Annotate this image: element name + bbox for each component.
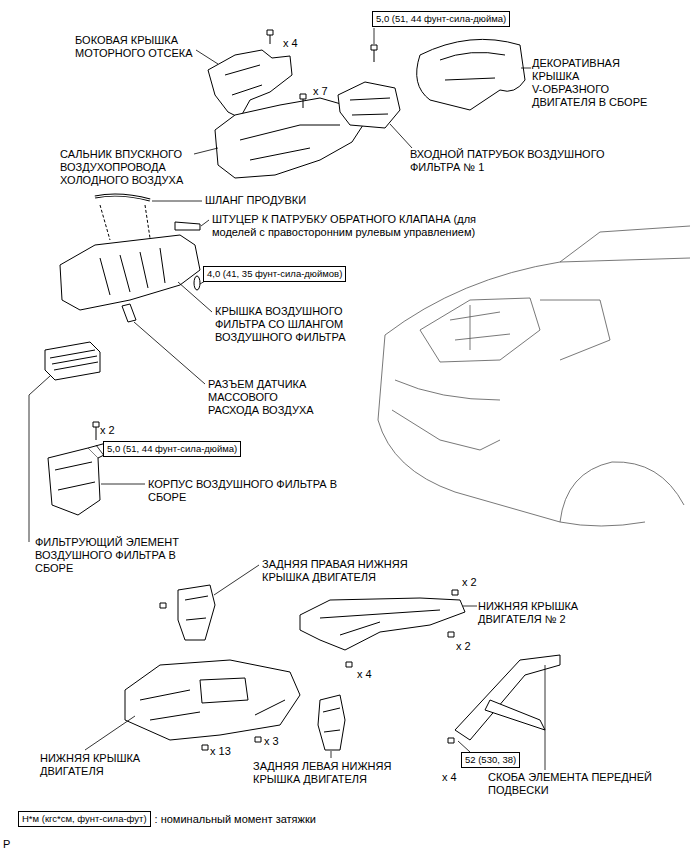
torque-spec-box: 5,0 (51, 44 фунт-сила-дюйма) [103, 441, 241, 457]
torque-value: 5,0 (51, 44 фунт-сила-дюйма) [107, 443, 237, 454]
torque-value: 5,0 (51, 44 фунт-сила-дюйма) [376, 13, 506, 24]
part-name: БОКОВАЯ КРЫШКА МОТОРНОГО ОТСЕКА [75, 34, 193, 60]
part-name: СКОБА ЭЛЕМЕНТА ПЕРЕДНЕЙ ПОДВЕСКИ [488, 771, 652, 797]
page-mark: P [3, 838, 10, 851]
torque-spec-box: 52 (530, 38) [461, 752, 520, 768]
quantity-mark: x 4 [357, 668, 372, 681]
torque-value: 4,0 (41, 35 фунт-сила-дюймов) [207, 268, 342, 279]
quantity-mark: x 4 [442, 771, 457, 784]
quantity-mark: x 2 [456, 640, 471, 653]
quantity-mark: x 4 [283, 37, 298, 50]
part-name: НИЖНЯЯ КРЫШКА ДВИГАТЕЛЯ № 2 [478, 600, 578, 626]
part-name: КОРПУС ВОЗДУШНОГО ФИЛЬТРА В СБОРЕ [148, 478, 337, 504]
part-name: ФИЛЬТРУЮЩИЙ ЭЛЕМЕНТ ВОЗДУШНОГО ФИЛЬТРА В… [35, 536, 179, 575]
quantity-mark: x 2 [462, 576, 477, 589]
part-name: САЛЬНИК ВПУСКНОГО ВОЗДУХОПРОВОДА ХОЛОДНО… [60, 148, 183, 187]
torque-value: 52 (530, 38) [465, 754, 516, 765]
quantity-mark: x 13 [210, 745, 231, 758]
quantity-mark: x 2 [100, 424, 115, 437]
torque-value: Н*м (кгс*см, фунт-сила-фут) [22, 813, 147, 824]
part-name: ЗАДНЯЯ ПРАВАЯ НИЖНЯЯ КРЫШКА ДВИГАТЕЛЯ [262, 558, 408, 584]
legend-box: Н*м (кгс*см, фунт-сила-фут) [18, 811, 151, 827]
part-name: КРЫШКА ВОЗДУШНОГО ФИЛЬТРА СО ШЛАНГОМ ВОЗ… [215, 305, 346, 344]
part-name: РАЗЪЕМ ДАТЧИКА МАССОВОГО РАСХОДА ВОЗДУХА [208, 378, 314, 417]
quantity-mark: x 7 [313, 85, 328, 98]
quantity-mark: x 3 [264, 735, 279, 748]
torque-spec-box: 5,0 (51, 44 фунт-сила-дюйма) [372, 11, 510, 27]
torque-spec-box: 4,0 (41, 35 фунт-сила-дюймов) [203, 266, 346, 282]
part-name: ЗАДНЯЯ ЛЕВАЯ НИЖНЯЯ КРЫШКА ДВИГАТЕЛЯ [253, 760, 391, 786]
part-name: ШЛАНГ ПРОДУВКИ [205, 194, 306, 207]
part-name: НИЖНЯЯ КРЫШКА ДВИГАТЕЛЯ [40, 752, 140, 778]
part-name: ШТУЦЕР К ПАТРУБКУ ОБРАТНОГО КЛАПАНА (для… [212, 213, 476, 239]
legend-text: : номинальный момент затяжки [155, 813, 316, 826]
part-name: ВХОДНОЙ ПАТРУБОК ВОЗДУШНОГО ФИЛЬТРА № 1 [410, 148, 605, 174]
part-name: ДЕКОРАТИВНАЯ КРЫШКА V-ОБРАЗНОГО ДВИГАТЕЛ… [532, 57, 647, 109]
